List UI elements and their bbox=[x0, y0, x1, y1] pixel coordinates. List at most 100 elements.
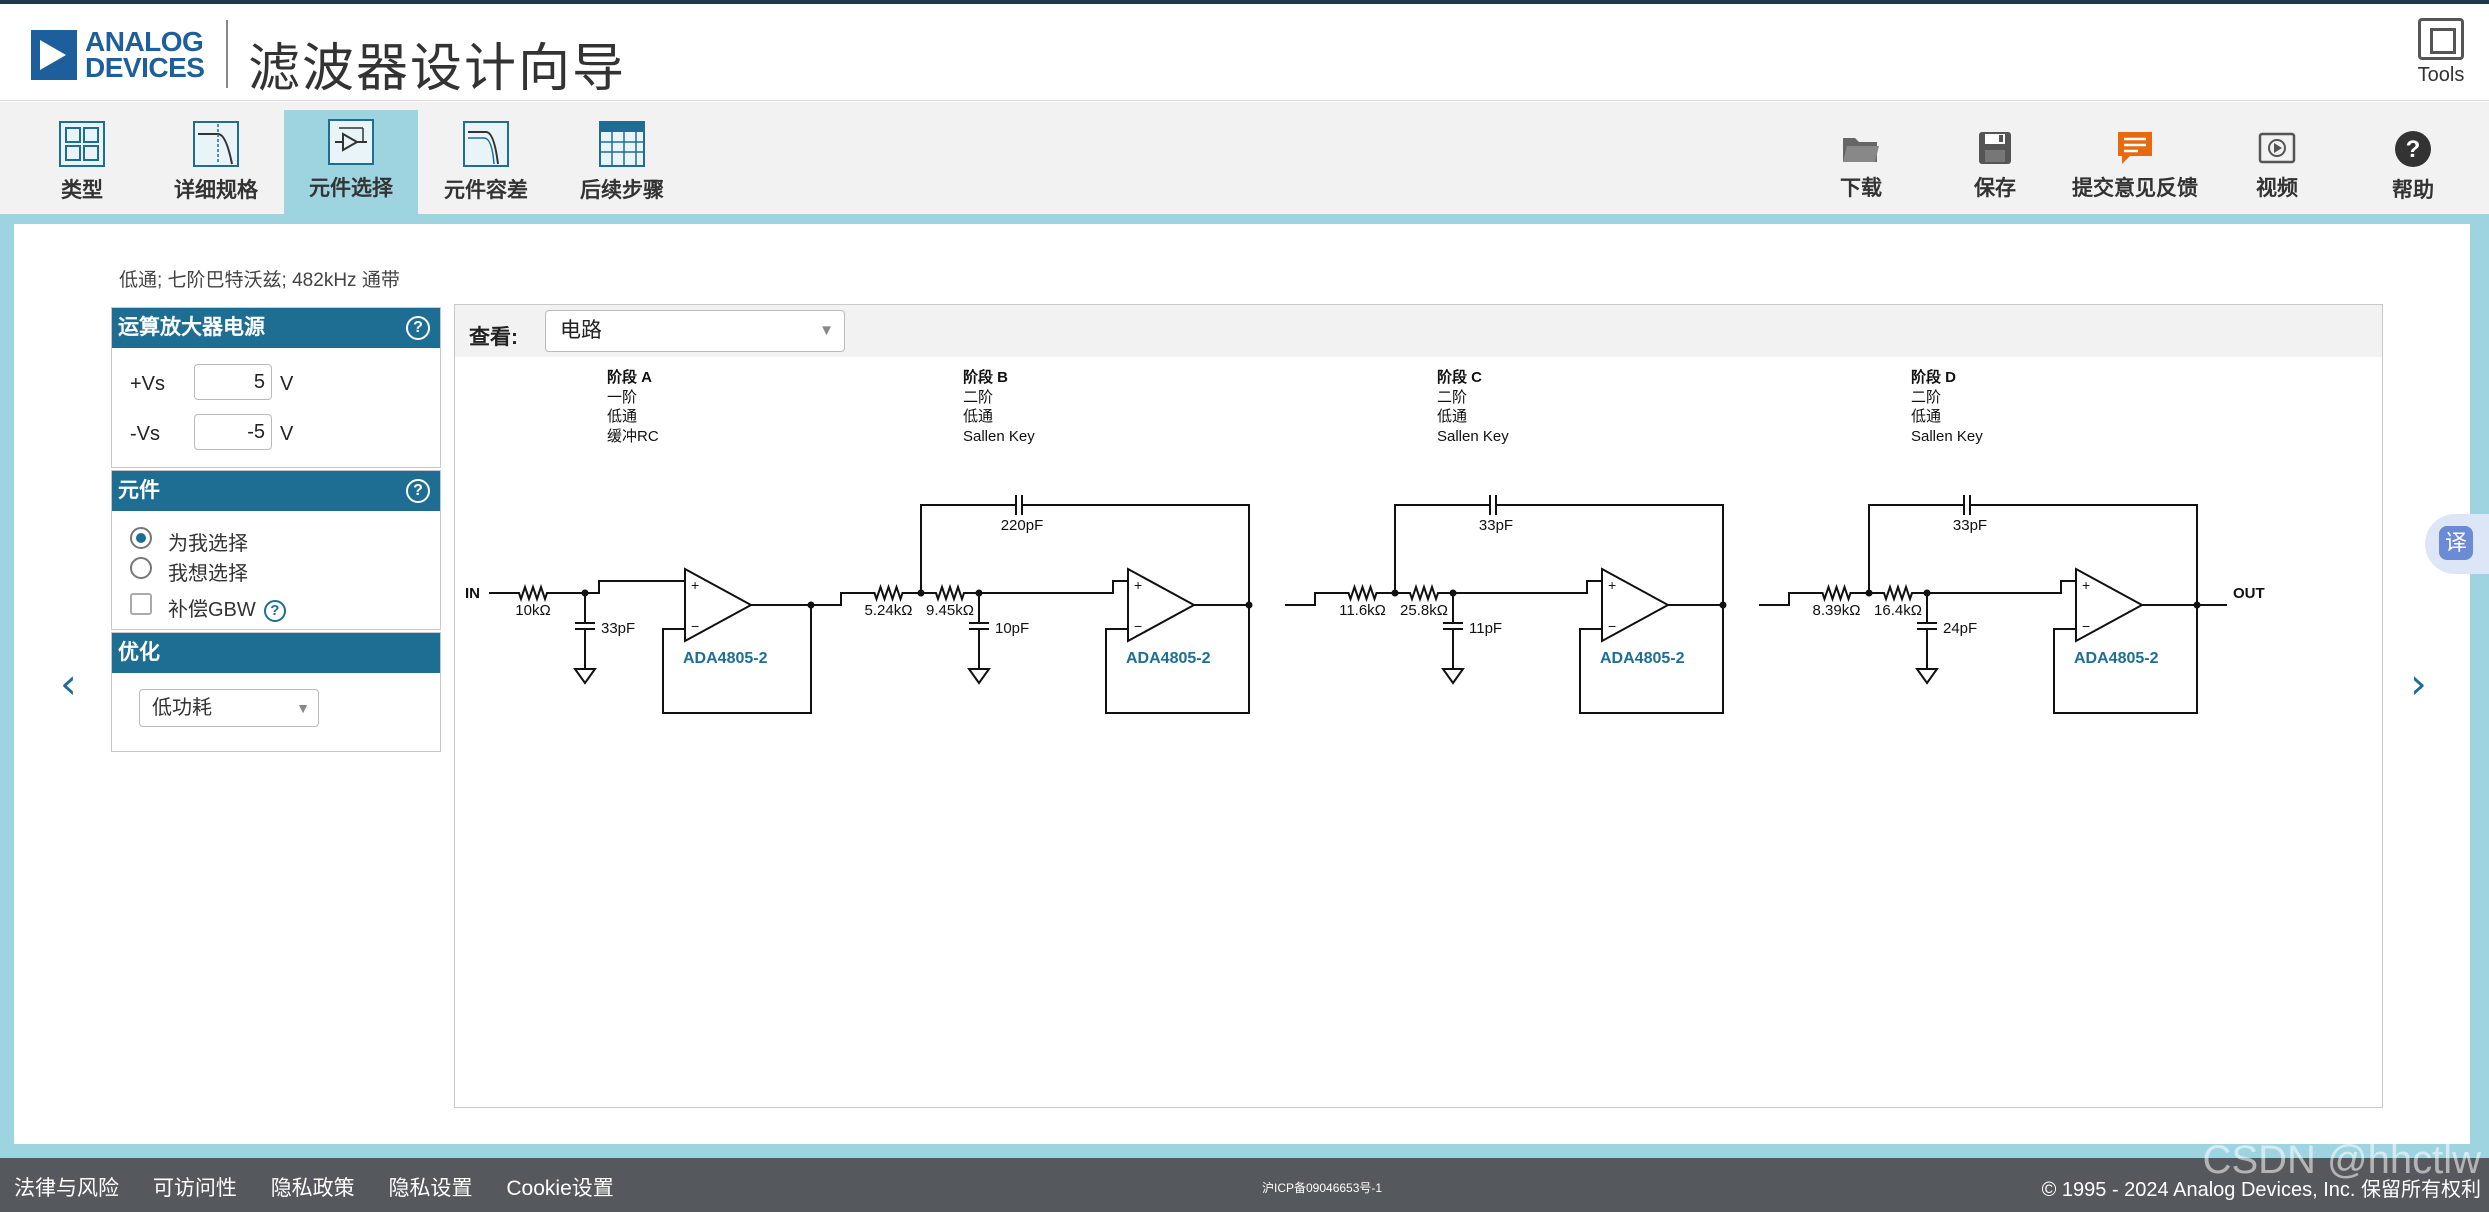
wire bbox=[1927, 580, 2076, 594]
tab-component-select[interactable]: 元件选择 bbox=[284, 110, 418, 214]
help-icon[interactable]: ? bbox=[263, 600, 286, 622]
opamp-minus-sign: − bbox=[691, 618, 699, 634]
opamp-minus-sign: − bbox=[2082, 618, 2090, 634]
video-button[interactable]: 视频 bbox=[2246, 122, 2308, 214]
save-icon bbox=[1979, 132, 2011, 164]
feedback-button[interactable]: 提交意见反馈 bbox=[2070, 122, 2200, 214]
resistor-symbol bbox=[1869, 583, 1927, 603]
footer-links: 法律与风险 可访问性 隐私政策 隐私设置 Cookie设置 bbox=[14, 1172, 642, 1202]
footer-link-cookie[interactable]: Cookie设置 bbox=[506, 1177, 614, 1200]
wire bbox=[811, 592, 856, 606]
capacitor-label: 11pF bbox=[1469, 620, 1502, 637]
radio-button[interactable] bbox=[130, 527, 152, 549]
prev-arrow-icon[interactable]: ‹ bbox=[60, 659, 77, 708]
opamp-plus-sign: + bbox=[2082, 577, 2090, 593]
help-icon[interactable]: ? bbox=[406, 316, 430, 340]
logo-text: ANALOG DEVICES bbox=[85, 26, 205, 83]
resistor-symbol bbox=[505, 583, 561, 603]
compensate-gbw-checkbox[interactable] bbox=[130, 593, 152, 615]
opamp-plus-sign: + bbox=[1134, 577, 1142, 593]
tab-tolerance[interactable]: 元件容差 bbox=[440, 112, 532, 214]
top-accent-line bbox=[0, 0, 2489, 4]
tools-button[interactable]: Tools bbox=[2411, 18, 2471, 87]
chevron-down-icon: ▼ bbox=[819, 322, 834, 339]
video-icon bbox=[2258, 132, 2296, 164]
components-header: 元件 ? bbox=[112, 471, 440, 511]
capacitor-label: 33pF bbox=[601, 620, 635, 637]
radio-auto-select[interactable]: 为我选择 bbox=[112, 523, 440, 555]
analog-devices-logo[interactable]: ANALOG DEVICES bbox=[31, 26, 205, 83]
stage-order: 二阶 bbox=[1437, 389, 1467, 406]
footer-link-legal[interactable]: 法律与风险 bbox=[14, 1177, 119, 1200]
opamp-plus-sign: + bbox=[1608, 577, 1616, 593]
main-frame: 低通; 七阶巴特沃兹; 482kHz 通带 运算放大器电源 ? +Vs 5 V … bbox=[0, 214, 2489, 1158]
help-icon: ? bbox=[2395, 131, 2431, 167]
filter-summary: 低通; 七阶巴特沃兹; 482kHz 通带 bbox=[119, 270, 400, 291]
icp-license[interactable]: 沪ICP备09046653号-1 bbox=[1262, 1181, 1383, 1195]
opamp-minus-sign: − bbox=[1134, 618, 1142, 634]
opamp-minus-sign: − bbox=[1608, 618, 1616, 634]
radio-button[interactable] bbox=[130, 557, 152, 579]
wire bbox=[1970, 504, 2198, 605]
wire bbox=[561, 580, 685, 594]
junction-dot bbox=[1449, 589, 1457, 597]
optimize-select[interactable]: 低功耗 ▼ bbox=[139, 689, 319, 727]
logo-triangle-icon bbox=[31, 30, 77, 80]
stage-topology: Sallen Key bbox=[963, 428, 1035, 445]
junction-dot bbox=[1245, 601, 1253, 609]
save-button[interactable]: 保存 bbox=[1964, 122, 2026, 214]
help-icon[interactable]: ? bbox=[406, 479, 430, 503]
resistor-label: 16.4kΩ bbox=[1874, 602, 1922, 619]
filter-type-icon bbox=[59, 121, 105, 167]
wizard-toolbar: 类型 详细规格 元件选择 元件容差 后续步骤 bbox=[0, 102, 2489, 214]
copyright: © 1995 - 2024 Analog Devices, Inc. 保留所有权… bbox=[2041, 1179, 2481, 1201]
opamp-supply-header: 运算放大器电源 ? bbox=[112, 308, 440, 348]
feedback-icon bbox=[2118, 132, 2152, 164]
wire bbox=[979, 580, 1128, 594]
help-button[interactable]: ? 帮助 bbox=[2382, 122, 2444, 214]
footer-link-privacy-settings[interactable]: 隐私设置 bbox=[388, 1177, 473, 1200]
footer-link-accessibility[interactable]: 可访问性 bbox=[152, 1177, 237, 1200]
stage-topology: 缓冲RC bbox=[607, 428, 659, 445]
stage-topology: Sallen Key bbox=[1437, 428, 1509, 445]
junction-dot bbox=[1923, 589, 1931, 597]
wire bbox=[662, 605, 812, 714]
wire bbox=[1868, 504, 1964, 593]
wire bbox=[1579, 605, 1724, 714]
footer-link-privacy[interactable]: 隐私政策 bbox=[270, 1177, 355, 1200]
resistor-symbol bbox=[1804, 583, 1869, 603]
pos-supply-input[interactable]: 5 bbox=[194, 364, 272, 400]
neg-supply-input[interactable]: -5 bbox=[194, 414, 272, 450]
view-select[interactable]: 电路 ▼ bbox=[545, 310, 845, 352]
tab-specs[interactable]: 详细规格 bbox=[168, 112, 264, 214]
tab-next-steps[interactable]: 后续步骤 bbox=[576, 112, 668, 214]
resistor-label: 10kΩ bbox=[515, 602, 550, 619]
neg-supply-row: -Vs -5 V bbox=[112, 408, 440, 458]
wire bbox=[920, 504, 1016, 593]
svg-text:?: ? bbox=[2406, 136, 2421, 163]
logo-separator bbox=[226, 20, 228, 88]
compensate-gbw-row[interactable]: 补偿GBW? bbox=[112, 589, 440, 622]
wire bbox=[1105, 605, 1250, 714]
tools-icon bbox=[2418, 18, 2464, 60]
output-label: OUT bbox=[2233, 585, 2265, 602]
opamp-plus-sign: + bbox=[691, 577, 699, 593]
wire bbox=[1453, 580, 1602, 594]
resistor-label: 8.39kΩ bbox=[1813, 602, 1861, 619]
pos-supply-row: +Vs 5 V bbox=[112, 358, 440, 408]
wire bbox=[1285, 592, 1330, 606]
tab-type[interactable]: 类型 bbox=[40, 112, 124, 214]
wire bbox=[2053, 605, 2198, 714]
opamp-symbol bbox=[1601, 567, 1671, 643]
stage-type: 低通 bbox=[1911, 408, 1941, 425]
resistor-symbol bbox=[921, 583, 979, 603]
download-button[interactable]: 下载 bbox=[1828, 122, 1894, 214]
radio-manual-select[interactable]: 我想选择 bbox=[112, 553, 440, 585]
folder-icon bbox=[1843, 138, 1879, 162]
junction-dot bbox=[1719, 601, 1727, 609]
next-arrow-icon[interactable]: › bbox=[2410, 659, 2427, 708]
main-content: 低通; 七阶巴特沃兹; 482kHz 通带 运算放大器电源 ? +Vs 5 V … bbox=[14, 224, 2470, 1144]
opamp-symbol bbox=[2075, 567, 2145, 643]
junction-dot bbox=[975, 589, 983, 597]
translate-button[interactable]: 译 bbox=[2425, 514, 2489, 574]
